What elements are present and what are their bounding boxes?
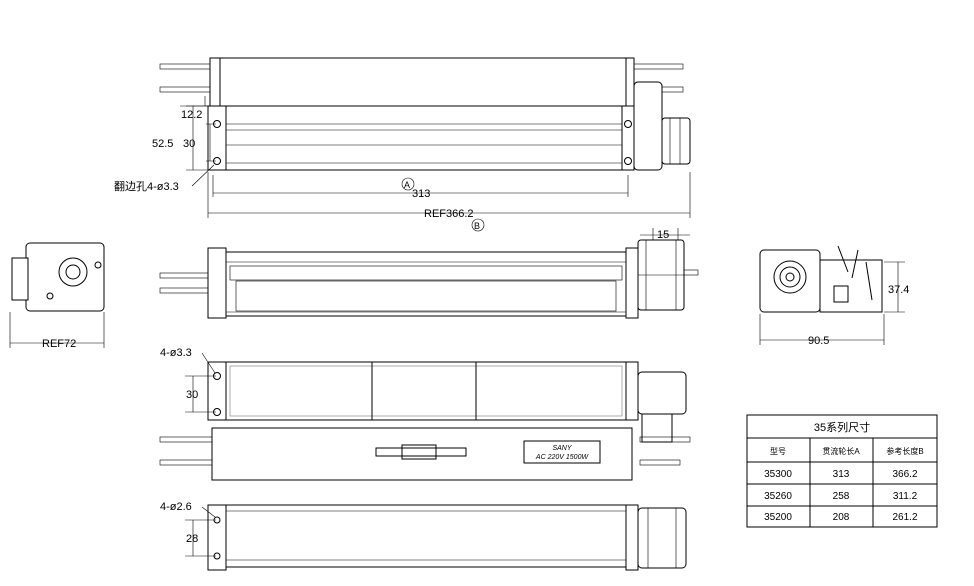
size-table: 35系列尺寸 型号 贯流轮长A 参考长度B 35300 313 366.2 35…	[746, 414, 938, 528]
svg-text:311.2: 311.2	[893, 491, 918, 502]
table-title: 35系列尺寸	[814, 420, 870, 434]
dim-28: 28	[186, 533, 198, 545]
heater-fins	[229, 265, 623, 281]
svg-text:366.2: 366.2	[892, 469, 917, 480]
wire	[159, 86, 216, 93]
svg-text:258: 258	[833, 491, 850, 502]
hole-note: 翻边孔4-ø3.3	[114, 179, 179, 193]
heater-view: 15	[159, 228, 699, 319]
label-brand: SANY	[552, 445, 572, 452]
left-side-view: REF72	[9, 242, 105, 350]
marker-a	[401, 177, 415, 191]
fan-wheel	[225, 361, 627, 421]
right-side-view: 37.4 90.5	[759, 245, 909, 347]
dim-line-ref366	[207, 172, 691, 218]
fan-housing	[225, 504, 627, 568]
svg-text:A: A	[404, 180, 410, 190]
svg-text:35300: 35300	[764, 469, 792, 480]
label-rating: AC 220V 1500W	[535, 454, 590, 461]
end-plate-left	[207, 105, 227, 171]
motor	[637, 371, 687, 415]
heater-frame	[225, 251, 627, 317]
motor	[633, 81, 663, 171]
dim-90-5: 90.5	[808, 335, 829, 347]
svg-text:313: 313	[833, 469, 850, 480]
dim-313: 313	[412, 188, 430, 200]
hole-note: 4-ø3.3	[160, 347, 192, 359]
end-view: 28 4-ø2.6	[160, 501, 687, 571]
table-row: 35260 258 311.2	[764, 491, 917, 502]
dim-30: 30	[183, 138, 195, 150]
terminal-strip	[375, 447, 467, 457]
cover-plate	[219, 57, 627, 107]
hole-note: 4-ø2.6	[160, 501, 192, 513]
dim-12-2: 12.2	[181, 109, 202, 121]
table-header: 型号	[770, 447, 786, 456]
wire	[627, 63, 684, 70]
svg-text:208: 208	[833, 512, 850, 523]
dim-30: 30	[186, 389, 198, 401]
rating-label	[523, 440, 601, 464]
svg-text:261.2: 261.2	[892, 512, 917, 523]
dim-37-4: 37.4	[888, 284, 909, 296]
table-header: 贯流轮长A	[822, 446, 860, 456]
dim-line-313	[212, 175, 629, 197]
dim-15: 15	[657, 229, 669, 241]
svg-text:35260: 35260	[764, 491, 792, 502]
dim-52-5: 52.5	[152, 138, 173, 150]
housing	[225, 105, 623, 171]
table-header: 参考长度B	[886, 446, 923, 456]
svg-text:35200: 35200	[764, 512, 792, 523]
table-row: 35300 313 366.2	[764, 469, 918, 480]
motor	[637, 507, 687, 569]
table-row: 35200 208 261.2	[764, 512, 918, 523]
heater-coil	[235, 280, 617, 312]
top-view: 12.2 30 52.5 翻边孔4-ø3.3 A 313 REF366.2 B	[114, 57, 691, 232]
dim-ref366: REF366.2	[424, 208, 474, 220]
dim-ref72: REF72	[42, 338, 76, 350]
marker-b	[471, 218, 485, 232]
svg-text:B: B	[474, 221, 480, 231]
wire	[159, 63, 216, 70]
bottom-view: SANY AC 220V 1500W 30 4-ø3.3	[159, 347, 691, 481]
